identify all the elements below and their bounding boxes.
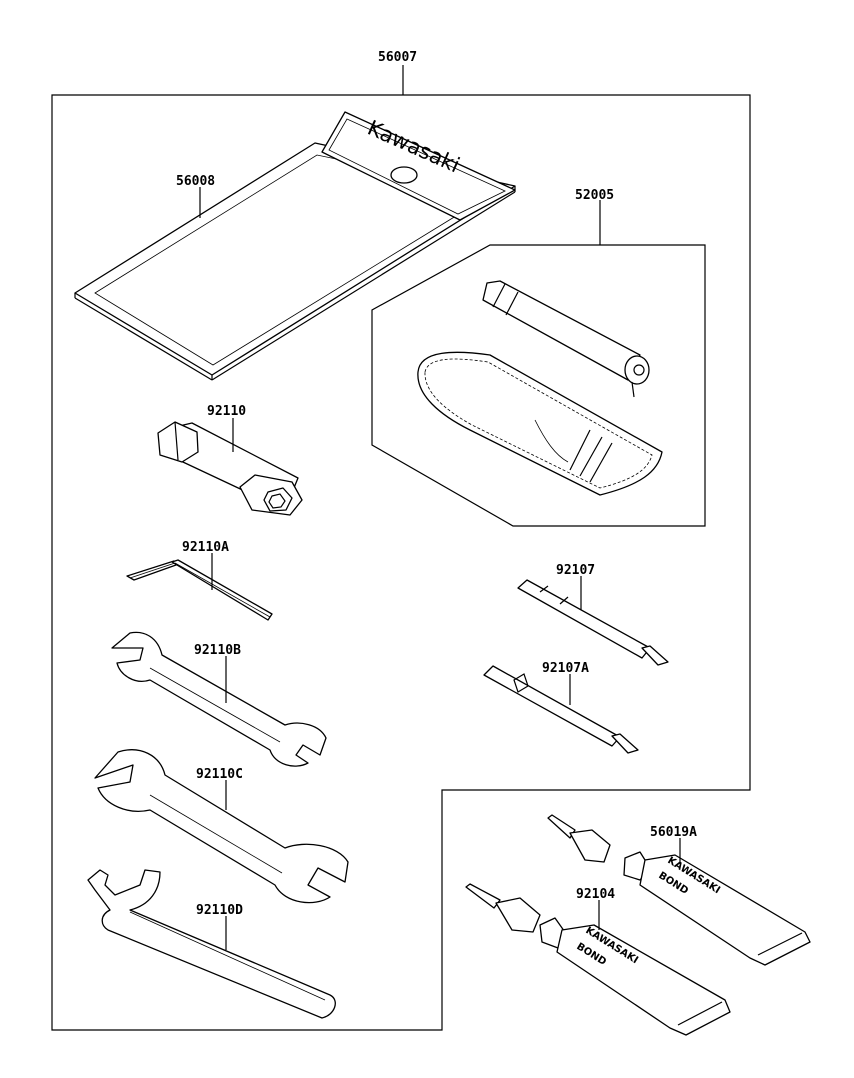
bond-tube-b: KAWASAKI BOND [465,883,731,1036]
label-92110C: 92110C [196,767,243,782]
hex-key [126,559,273,621]
label-56008: 56008 [176,174,215,189]
label-56019A: 56019A [650,825,697,840]
hook-wrench [87,869,336,1019]
kit-border [51,94,751,1031]
open-wrench-large [94,749,349,904]
snap-button-icon [390,166,418,184]
label-92110D: 92110D [196,903,243,918]
patch-pouch [417,351,663,496]
label-92110B: 92110B [194,643,241,658]
label-92104: 92104 [576,887,615,902]
label-92110: 92110 [207,404,246,419]
label-56007: 56007 [378,50,417,65]
repair-kit-box [371,244,706,527]
label-52005: 52005 [575,188,614,203]
tool-bag: Kawasaki [74,111,516,381]
box-wrench [157,421,303,516]
open-wrench-small [111,631,327,767]
screwdriver-alt [483,665,639,754]
label-92107: 92107 [556,563,595,578]
label-92107A: 92107A [542,661,589,676]
screwdriver [517,579,669,666]
label-92110A: 92110A [182,540,229,555]
tire-valve-tool [482,280,650,398]
